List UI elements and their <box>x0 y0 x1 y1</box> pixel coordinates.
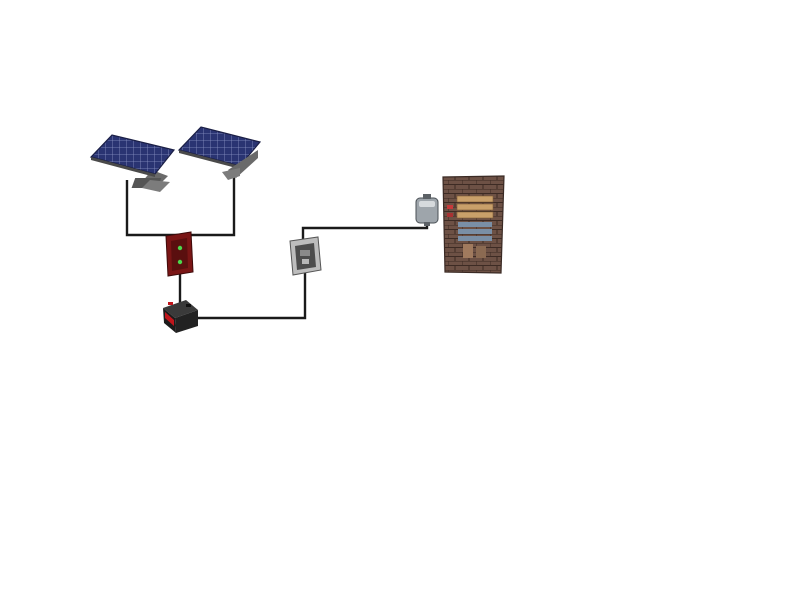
timer-icon <box>415 194 439 226</box>
solar-panel-icon <box>177 126 262 180</box>
wire-junction-timer <box>301 222 429 240</box>
switch-box-icon <box>289 236 322 276</box>
car-battery-icon <box>163 300 198 333</box>
wire-battery-junction <box>195 268 307 320</box>
wire-panel2-controller <box>180 175 236 237</box>
charge-controller-icon <box>165 231 194 277</box>
solar-panel-icon <box>89 134 176 192</box>
wires <box>125 175 429 320</box>
wire-panel1-controller <box>125 180 180 237</box>
wooden-door-icon <box>442 175 505 274</box>
